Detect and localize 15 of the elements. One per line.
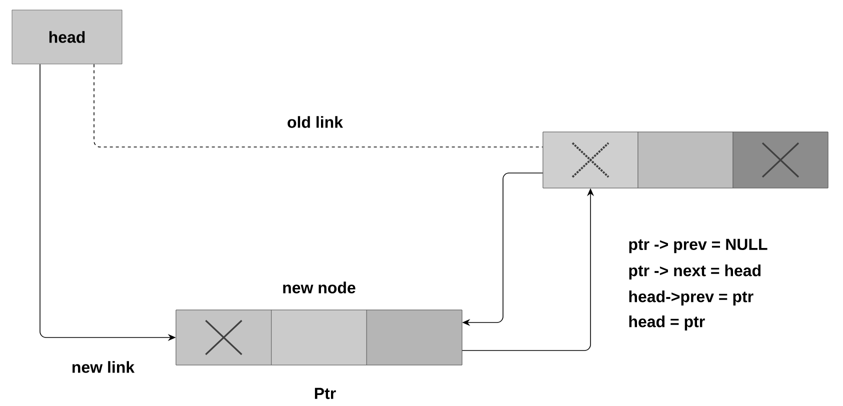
code-line: head->prev = ptr [629, 290, 754, 306]
list-node-cell [542, 132, 638, 188]
list-node-cell [271, 310, 367, 366]
edge-label: old link [286, 115, 344, 129]
code-line: ptr -> prev = NULL [629, 238, 768, 254]
head-box: head [12, 10, 122, 64]
code-line: ptr -> next = head [629, 264, 760, 280]
list-node-cell [638, 132, 734, 188]
node-label: new node [283, 282, 356, 294]
list-node-cell [732, 132, 828, 188]
code-line: head = ptr [629, 316, 705, 330]
edge-label: new link [70, 360, 136, 374]
node-label: Ptr [314, 388, 336, 400]
list-node-cell [176, 310, 272, 366]
list-node-cell [366, 310, 462, 366]
